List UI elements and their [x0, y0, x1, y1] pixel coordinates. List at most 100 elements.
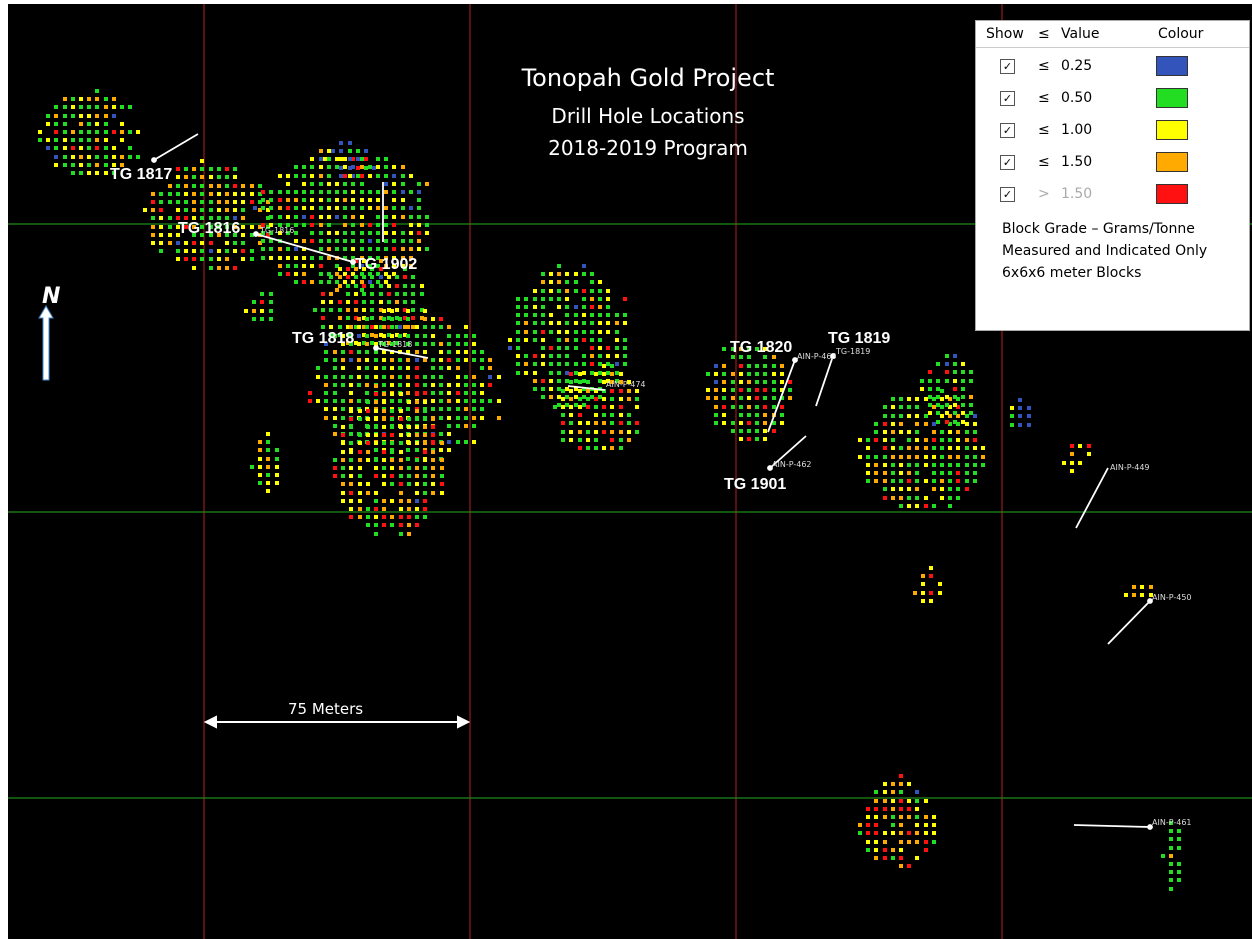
grade-block	[370, 300, 374, 304]
grade-block	[755, 396, 759, 400]
grade-block	[341, 474, 345, 478]
grade-block	[319, 149, 323, 153]
grade-block	[747, 396, 751, 400]
grade-block	[233, 216, 237, 220]
grade-block	[549, 321, 553, 325]
grade-block	[582, 313, 586, 317]
north-arrow	[38, 305, 54, 381]
grade-block	[329, 333, 333, 337]
grade-block	[343, 247, 347, 251]
grade-block	[423, 417, 427, 421]
grade-block	[346, 333, 350, 337]
grade-block	[590, 313, 594, 317]
grade-block	[349, 499, 353, 503]
grade-block	[252, 309, 256, 313]
grade-block	[590, 362, 594, 366]
grade-block	[79, 122, 83, 126]
grade-block	[602, 364, 606, 368]
show-checkbox[interactable]: ✓	[1000, 59, 1015, 74]
grade-block	[159, 216, 163, 220]
grade-block	[915, 790, 919, 794]
grade-block	[940, 455, 944, 459]
grade-block	[286, 215, 290, 219]
grade-block	[431, 399, 435, 403]
colour-swatch[interactable]	[1156, 184, 1188, 204]
grade-block	[899, 487, 903, 491]
legend-header-le: ≤	[1038, 26, 1050, 42]
grade-block	[209, 216, 213, 220]
grade-block	[411, 316, 415, 320]
grade-block	[399, 466, 403, 470]
grade-block	[788, 380, 792, 384]
grade-block	[200, 233, 204, 237]
grade-block	[46, 122, 50, 126]
grade-block	[200, 225, 204, 229]
grade-block	[586, 380, 590, 384]
colour-swatch[interactable]	[1156, 152, 1188, 172]
grade-block	[192, 249, 196, 253]
grade-block	[399, 458, 403, 462]
show-checkbox[interactable]: ✓	[1000, 123, 1015, 138]
grade-block	[574, 313, 578, 317]
show-checkbox[interactable]: ✓	[1000, 91, 1015, 106]
grade-block	[387, 292, 391, 296]
grade-block	[415, 507, 419, 511]
grade-block	[891, 823, 895, 827]
grade-block	[192, 208, 196, 212]
grade-block	[899, 815, 903, 819]
hole-id-label: AIN-P-474	[606, 380, 646, 389]
grade-block	[120, 130, 124, 134]
grade-block	[341, 366, 345, 370]
grade-block	[932, 463, 936, 467]
grade-block	[333, 424, 337, 428]
grade-block	[346, 292, 350, 296]
grade-block	[362, 341, 366, 345]
grade-block	[403, 292, 407, 296]
grade-block	[1078, 444, 1082, 448]
grade-block	[184, 167, 188, 171]
grade-block	[357, 350, 361, 354]
grade-block	[333, 383, 337, 387]
grade-block	[714, 421, 718, 425]
grade-block	[335, 182, 339, 186]
grade-block	[561, 413, 565, 417]
grade-block	[932, 831, 936, 835]
show-checkbox[interactable]: ✓	[1000, 187, 1015, 202]
north-label: N	[42, 284, 61, 309]
legend-value: 0.25	[1061, 58, 1093, 74]
colour-swatch[interactable]	[1156, 88, 1188, 108]
grade-block	[586, 389, 590, 393]
grade-block	[241, 249, 245, 253]
grade-block	[722, 396, 726, 400]
colour-swatch[interactable]	[1156, 56, 1188, 76]
grade-block	[598, 338, 602, 342]
grade-block	[95, 97, 99, 101]
grade-block	[159, 208, 163, 212]
grade-block	[431, 433, 435, 437]
grade-block	[324, 407, 328, 411]
grade-block	[401, 174, 405, 178]
grade-block	[351, 182, 355, 186]
grade-block	[406, 309, 410, 313]
grade-block	[464, 334, 468, 338]
grade-block	[447, 432, 451, 436]
grade-block	[159, 249, 163, 253]
grade-block	[112, 114, 116, 118]
colour-swatch[interactable]	[1156, 120, 1188, 140]
grade-block	[747, 405, 751, 409]
grade-block	[456, 358, 460, 362]
grade-block	[447, 416, 451, 420]
grade-block	[739, 421, 743, 425]
grade-block	[722, 405, 726, 409]
grade-block	[714, 364, 718, 368]
grade-block	[358, 507, 362, 511]
grade-block	[714, 380, 718, 384]
grade-block	[269, 223, 273, 227]
grade-block	[899, 479, 903, 483]
grade-block	[286, 272, 290, 276]
grade-block	[606, 346, 610, 350]
show-checkbox[interactable]: ✓	[1000, 155, 1015, 170]
grade-block	[858, 823, 862, 827]
grade-block	[439, 358, 443, 362]
grade-block	[907, 840, 911, 844]
